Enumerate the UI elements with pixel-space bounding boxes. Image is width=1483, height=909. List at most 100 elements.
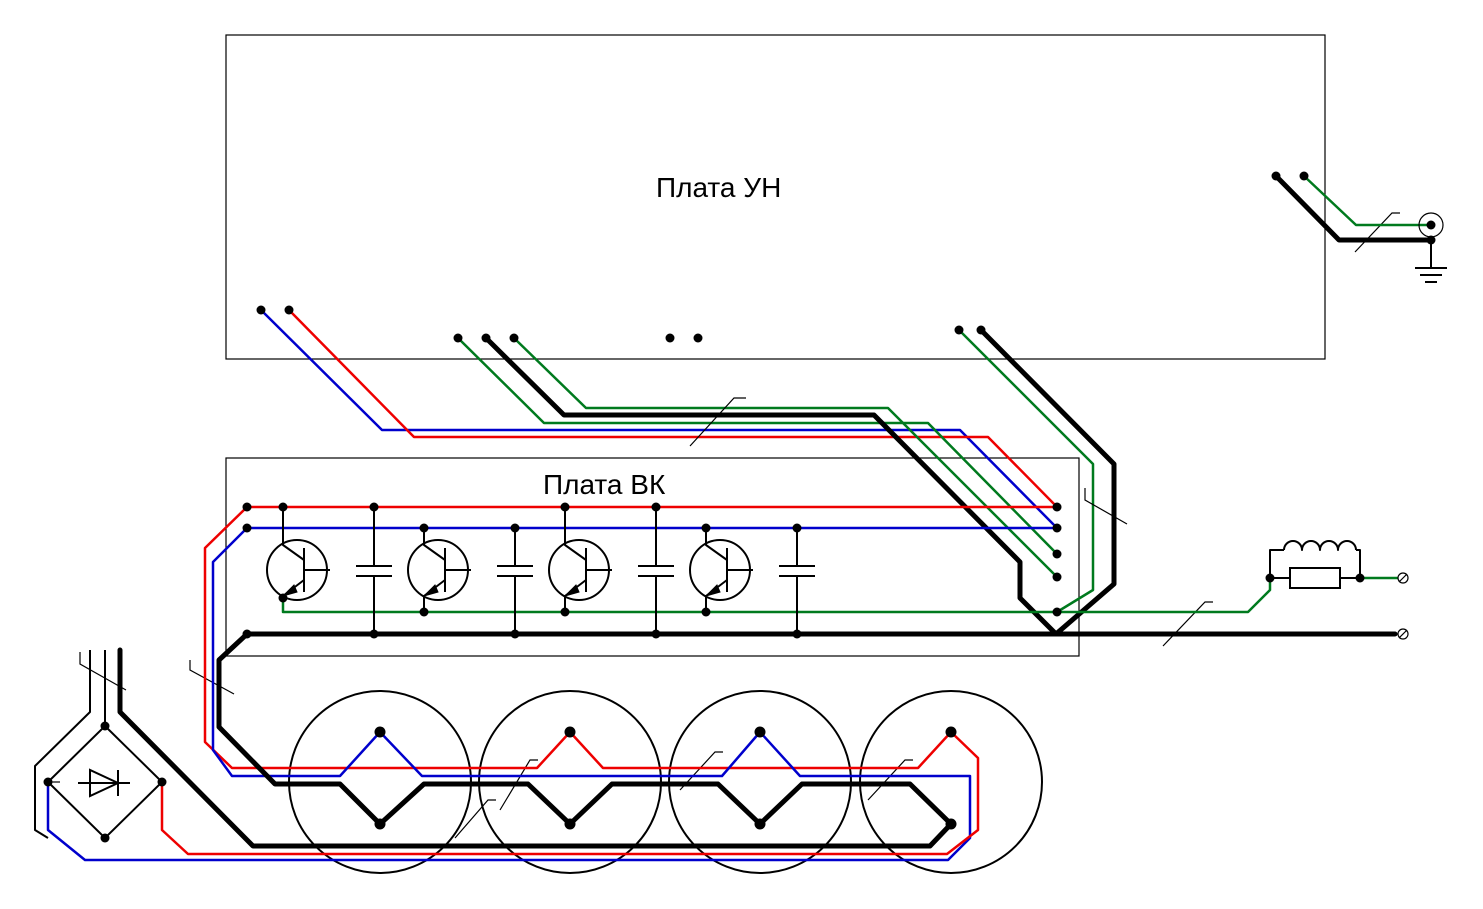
wire-green-out	[1057, 578, 1272, 614]
pad-dot	[976, 325, 986, 335]
pad-dot	[1052, 607, 1062, 617]
capacitor-2	[497, 528, 533, 634]
inductor-symbol	[1283, 540, 1357, 551]
twist-mark	[499, 759, 538, 811]
wire-black-un-2	[978, 327, 1117, 637]
pad-dot	[369, 502, 379, 512]
rail-green	[281, 598, 1057, 614]
pad-dot	[509, 333, 519, 343]
transistor-2	[407, 528, 471, 612]
pad-dot	[560, 607, 570, 617]
pad-dot	[157, 777, 167, 787]
wire-green-un-3	[958, 329, 1095, 614]
pad-dot	[278, 502, 288, 512]
vk-rails	[244, 505, 1059, 637]
diode-bridge	[34, 650, 164, 840]
twist-marks	[79, 212, 1400, 839]
wire-black-speakers	[117, 631, 954, 849]
twist-mark	[1354, 212, 1400, 253]
transistor-4	[689, 528, 753, 612]
twist-mark	[679, 751, 723, 791]
pad-dot	[43, 777, 53, 787]
pad-dot	[1426, 235, 1436, 245]
wire-black-jack	[1273, 173, 1434, 243]
speaker-terminal	[754, 726, 766, 738]
pad-dot	[651, 629, 661, 639]
pad-dot	[701, 523, 711, 533]
wire-green-un-1	[457, 337, 1058, 555]
pad-dot	[242, 523, 252, 533]
wire-red-un	[288, 309, 1058, 508]
pad-dot	[284, 305, 294, 315]
pad-dot	[510, 629, 520, 639]
pad-dot	[560, 502, 570, 512]
pad-dot	[242, 502, 252, 512]
speaker-terminal	[754, 818, 766, 830]
pad-dot	[1265, 573, 1275, 583]
wire-green-jack	[1303, 175, 1431, 227]
speaker-terminal	[945, 726, 957, 738]
pad-dot	[792, 629, 802, 639]
pad-dot	[1271, 171, 1281, 181]
speaker-terminal	[374, 726, 386, 738]
resistor-symbol	[1289, 567, 1341, 589]
pad-dot	[701, 607, 711, 617]
wire-red-return	[160, 731, 980, 856]
wire-red-speakers	[203, 506, 952, 770]
pad-dot	[481, 333, 491, 343]
speaker-terminal	[564, 818, 576, 830]
twist-mark	[689, 397, 746, 447]
pad-dot	[419, 607, 429, 617]
output-terminal-2	[1397, 628, 1409, 640]
pad-dot	[1299, 171, 1309, 181]
junction-dots	[43, 171, 1436, 843]
pad-dot	[278, 593, 288, 603]
wire-blue-un	[260, 309, 1058, 529]
speaker-terminal	[564, 726, 576, 738]
input-jack	[1273, 173, 1447, 283]
board-vk	[225, 457, 1080, 657]
capacitor-4	[779, 528, 815, 634]
pad-dot	[100, 833, 110, 843]
output-filter	[1053, 540, 1409, 640]
inductor-lead-1	[1269, 549, 1284, 578]
pad-dot	[1355, 573, 1365, 583]
pad-dot	[693, 333, 703, 343]
pad-dot	[453, 333, 463, 343]
harness-un-vk	[260, 309, 1117, 637]
pad-dot	[369, 629, 379, 639]
pad-dot	[1052, 523, 1062, 533]
capacitor-3	[638, 507, 674, 634]
pad-dot	[1052, 572, 1062, 582]
pad-dot	[1426, 220, 1436, 230]
bridge-input-1	[34, 650, 91, 839]
wire-blue-speakers	[46, 527, 972, 862]
pad-dot	[1052, 502, 1062, 512]
twist-mark	[867, 759, 913, 801]
speaker-terminal	[374, 818, 386, 830]
pad-dot	[792, 523, 802, 533]
transistor-3	[548, 507, 612, 612]
speaker-terminal	[945, 818, 957, 830]
pad-dot	[954, 325, 964, 335]
pad-dot	[651, 502, 661, 512]
twist-mark	[79, 652, 127, 691]
pad-dot	[665, 333, 675, 343]
pad-dot	[100, 721, 110, 731]
twist-mark	[454, 799, 496, 839]
pad-dot	[256, 305, 266, 315]
pad-dot	[419, 523, 429, 533]
capacitor-1	[356, 507, 392, 634]
wire-black-un	[483, 335, 1059, 637]
pad-dot	[1052, 549, 1062, 559]
transistor-1	[266, 507, 330, 601]
twist-mark	[1084, 488, 1128, 525]
board-un-label: Плата УН	[656, 172, 781, 203]
pad-dot	[242, 629, 252, 639]
speaker-harness	[46, 506, 980, 862]
pad-dot	[510, 523, 520, 533]
wire-green-un-2	[513, 337, 1058, 578]
output-terminal-1	[1397, 572, 1409, 584]
board-vk-label: Плата ВК	[543, 469, 666, 500]
